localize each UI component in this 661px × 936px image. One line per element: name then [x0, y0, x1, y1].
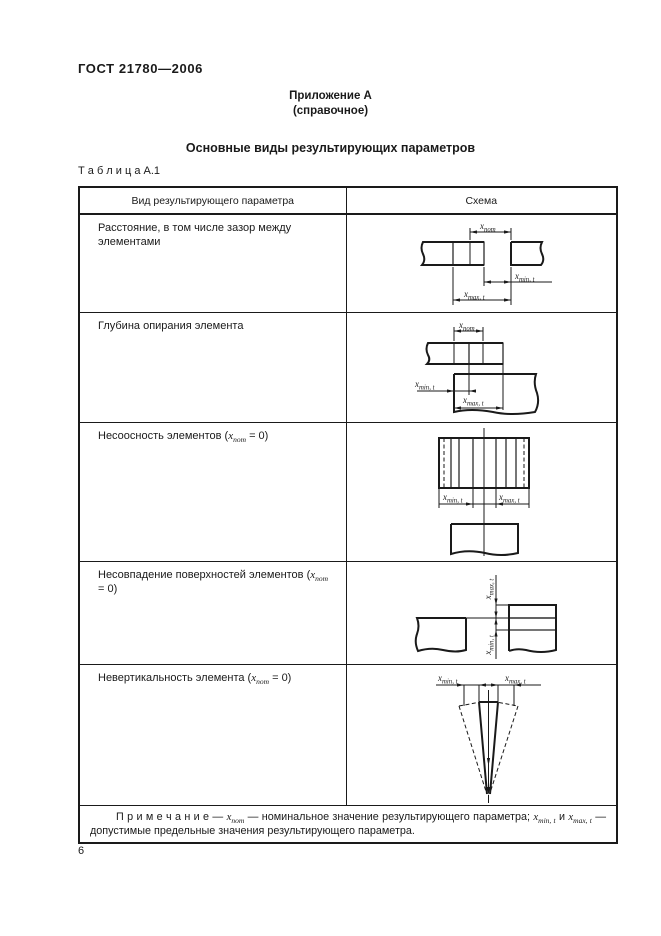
- note-subscript-min: min, t: [538, 815, 556, 825]
- dim-label-x-max: xmax, t: [498, 492, 521, 505]
- param-text: Несоосность элементов (: [98, 429, 229, 442]
- table-row-surface-mismatch: Несовпадение поверхностей элементов (xno…: [78, 560, 618, 665]
- dimension-x-nom: xnom: [453, 320, 483, 341]
- param-text: Глубина опирания элемента: [98, 319, 244, 332]
- table-row-bearing-depth: Глубина опирания элемента: [78, 311, 618, 423]
- doc-code: ГОСТ 21780—2006: [78, 61, 203, 76]
- scheme-cell: xmin, t xmax, t: [345, 663, 618, 806]
- page-number: 6: [78, 845, 85, 857]
- tolerance-zone-hatch: [451, 241, 485, 266]
- dimensions-x-min-x-max: xmin, t xmax, t: [435, 673, 541, 706]
- page-title: Основные виды результирующих параметров: [185, 141, 476, 155]
- param-text: Расстояние, в том числе зазор между элем…: [98, 222, 292, 248]
- diagram-surface-mismatch: xmax, t xmin, t: [414, 574, 557, 659]
- note-cell: П р и м е ч а н и е — xnom — номинальное…: [78, 804, 618, 844]
- appendix-title: Приложение А: [289, 90, 372, 102]
- param-cell: Глубина опирания элемента: [78, 311, 347, 423]
- diagram-misalignment: xmin, t xmax, t: [437, 427, 530, 556]
- param-symbol: x: [228, 429, 234, 442]
- scheme-cell: xnom xmin, t xm: [345, 213, 618, 313]
- param-cell: Расстояние, в том числе зазор между элем…: [78, 213, 347, 313]
- dimension-x-max: xmax, t: [452, 267, 511, 305]
- note-symbol-x-max: x: [568, 810, 574, 823]
- appendix-heading: Приложение А (справочное): [0, 89, 661, 119]
- dim-label-x-max: xmax, t: [462, 395, 485, 408]
- param-symbol-subscript: nom: [233, 434, 247, 444]
- tilted-positions-dashed: [458, 701, 518, 793]
- tolerance-zone-hatch: [467, 341, 504, 365]
- dim-label-x-max: xmax, t: [463, 289, 486, 302]
- dim-label-x-max: xmax, t: [504, 673, 527, 686]
- note-text: и: [555, 810, 569, 823]
- dimension-x-max: xmax, t: [453, 363, 503, 410]
- note-text: — номинальное значение результирующего п…: [244, 810, 534, 823]
- diagram-non-verticality: xmin, t xmax, t: [435, 673, 541, 803]
- dim-label-x-nom: xnom: [479, 221, 496, 234]
- note-text: — допустимые предельные значения результ…: [90, 810, 606, 837]
- dimension-x-min: xmin, t: [414, 363, 476, 395]
- scheme-cell: xmax, t xmin, t: [345, 560, 618, 665]
- param-text-suffix: = 0): [269, 671, 292, 684]
- dim-label-x-max: xmax, t: [483, 577, 496, 600]
- element-beam: [424, 341, 503, 365]
- param-symbol: x: [310, 568, 316, 581]
- table-row-non-verticality: Невертикальность элемента (xnom = 0): [78, 663, 618, 806]
- param-symbol-subscript: nom: [256, 676, 270, 686]
- param-text-suffix: = 0): [98, 582, 118, 595]
- param-cell: Несоосность элементов (xnom = 0): [78, 421, 347, 562]
- dimensions-x-min-x-max: xmax, t xmin, t: [465, 574, 509, 659]
- param-cell: Несовпадение поверхностей элементов (xno…: [78, 560, 347, 665]
- note-subscript-nom: nom: [231, 815, 245, 825]
- element-left: [419, 241, 484, 266]
- scheme-cell: xnom xmin, t xmax, t: [345, 311, 618, 423]
- param-text: Невертикальность элемента (: [98, 671, 252, 684]
- dimension-x-nom: xnom: [469, 221, 511, 240]
- dim-label-x-min: xmin, t: [414, 379, 436, 392]
- parameters-table: Вид результирующего параметра Схема Расс…: [78, 186, 618, 844]
- diagram-distance-gap: xnom xmin, t xm: [419, 221, 552, 305]
- note-text: —: [209, 810, 227, 823]
- appendix-subtitle: (справочное): [292, 105, 369, 117]
- element-right: [507, 603, 557, 653]
- dim-label-x-min: xmin, t: [442, 492, 464, 505]
- table-caption: Т а б л и ц а А.1: [78, 165, 161, 177]
- param-text-suffix: = 0): [246, 429, 269, 442]
- param-symbol: x: [251, 671, 257, 684]
- tolerance-zone-hatch: [471, 436, 497, 489]
- scheme-cell: xmin, t xmax, t: [345, 421, 618, 562]
- param-symbol-subscript: nom: [315, 573, 329, 583]
- table-row-distance: Расстояние, в том числе зазор между элем…: [78, 213, 618, 313]
- col-header-parameter: Вид результирующего параметра: [78, 186, 347, 215]
- table-header-row: Вид результирующего параметра Схема: [78, 186, 618, 215]
- dim-label-x-min: xmin, t: [483, 634, 496, 656]
- dimensions-x-min-x-max: xmin, t xmax, t: [438, 487, 529, 508]
- dim-label-x-min: xmin, t: [514, 271, 536, 284]
- element-lower: [449, 522, 519, 556]
- dim-label-x-nom: xnom: [458, 320, 475, 333]
- element-left: [414, 616, 467, 652]
- note-subscript-max: max, t: [573, 815, 592, 825]
- table-row-misalignment: Несоосность элементов (xnom = 0): [78, 421, 618, 562]
- tolerance-zone-hatch: [507, 603, 557, 631]
- param-cell: Невертикальность элемента (xnom = 0): [78, 663, 347, 806]
- axis-arrow: [486, 689, 490, 803]
- note-symbol-x-nom: x: [226, 810, 232, 823]
- diagram-bearing-depth: xnom xmin, t xmax, t: [414, 320, 539, 415]
- note-symbol-x-min: x: [533, 810, 539, 823]
- dimension-x-min: xmin, t: [483, 267, 552, 305]
- element-right: [509, 241, 544, 266]
- table-note-row: П р и м е ч а н и е — xnom — номинальное…: [78, 804, 618, 844]
- col-header-scheme: Схема: [345, 186, 618, 215]
- support-block: [452, 372, 539, 415]
- note-label: П р и м е ч а н и е: [116, 810, 210, 823]
- dim-label-x-min: xmin, t: [437, 673, 459, 686]
- param-text: Несовпадение поверхностей элементов (: [98, 568, 311, 581]
